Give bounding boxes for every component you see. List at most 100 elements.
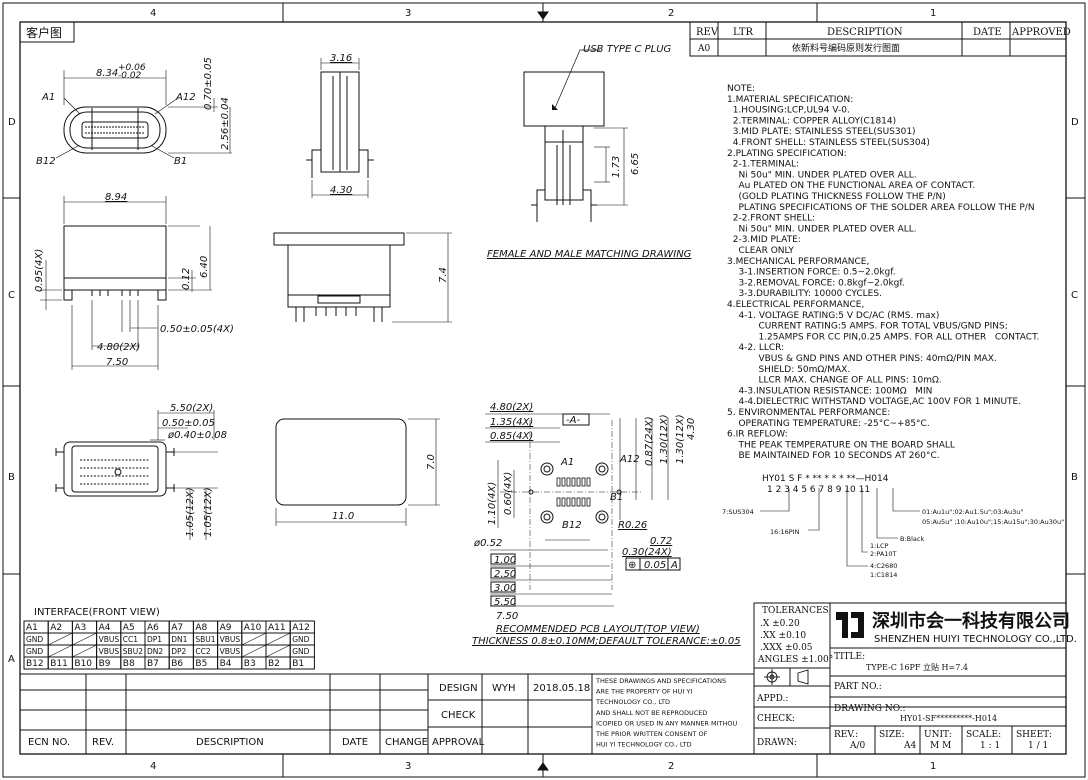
tol-title: TOLERANCES — [762, 606, 829, 616]
dim-480-2x: 4.80(2X) — [97, 342, 140, 353]
dim-tol-plus: +0.06 — [118, 63, 146, 73]
interface-cell-text: B3 — [244, 659, 256, 669]
ecn-header-description: DESCRIPTION — [196, 737, 264, 748]
note-line: Ni 50u" MIN. UNDER PLATED OVER ALL. — [727, 224, 917, 234]
interface-cell-text: B8 — [123, 659, 135, 669]
interface-cell-text: A3 — [74, 623, 86, 633]
zone-bottom-2: 2 — [668, 761, 674, 772]
ownership-notice-line: THESE DRAWINGS AND SPECIFICATIONS — [595, 677, 726, 685]
dim-050-4x: 0.50±0.05(4X) — [160, 324, 234, 335]
note-line: 1.MATERIAL SPECIFICATION: — [727, 95, 853, 105]
interface-cell-text: GND — [292, 635, 309, 644]
tol-angles: ANGLES ±1.00° — [757, 655, 833, 665]
dim-550-2x: 5.50(2X) — [170, 403, 213, 414]
note-line: 6.IR REFLOW: — [727, 430, 788, 440]
pcb-pos-ref: A — [670, 560, 678, 571]
revision-table — [689, 21, 1067, 57]
dim-430: 4.30 — [330, 185, 352, 196]
interface-cell-text: A10 — [244, 623, 262, 633]
sheet-label: SHEET: — [1016, 730, 1052, 740]
pn-key-terminal-1: 4:C2680 — [870, 562, 897, 570]
ecn-header-date: DATE — [342, 737, 368, 748]
interface-cell-text: A6 — [147, 623, 159, 633]
caption-matching-drawing: FEMALE AND MALE MATCHING DRAWING — [487, 249, 692, 260]
end-view-front — [55, 70, 232, 159]
company-name-en: SHENZHEN HUIYI TECHNOLOGY CO.,LTD. — [874, 634, 1077, 645]
datum-a-box — [562, 413, 590, 426]
note-line: CURRENT RATING:5 AMPS. FOR TOTAL VBUS/GN… — [727, 322, 1008, 332]
note-line: SHIELD: 50mΩ/MAX. — [727, 365, 850, 375]
interface-cell-text: DP2 — [171, 647, 186, 656]
projection-symbol-icon — [764, 669, 809, 685]
interface-cell-text: A11 — [268, 623, 286, 633]
front-view — [40, 196, 212, 370]
drawing-no-label: DRAWING NO.: — [834, 704, 905, 714]
label-b1: B1 — [174, 156, 187, 167]
interface-cell-text: CC2 — [195, 647, 210, 656]
label-design: DESIGN — [439, 683, 478, 694]
note-line: 3-2.REMOVAL FORCE: 0.8kgf~2.0kgf. — [727, 278, 905, 288]
zone-top-3: 3 — [405, 8, 411, 19]
note-line: CLEAR ONLY — [727, 246, 794, 256]
pn-key-terminal-2: 1:C1814 — [870, 571, 897, 579]
scale-value: 1 : 1 — [980, 741, 1000, 751]
rev-header-approved: APPROVED — [1011, 27, 1071, 38]
pad-outline — [275, 418, 440, 526]
pcb-dim-480: 4.80(2X) — [490, 402, 533, 413]
label-a1: A1 — [41, 92, 55, 103]
pcb-caption-2: THICKNESS 0.8±0.10MM;DEFAULT TOLERANCE:±… — [472, 636, 741, 647]
note-line: Ni 50u" MIN. UNDER PLATED OVER ALL. — [727, 170, 917, 180]
pcb-dim-130-b: 1.30(12X) — [675, 414, 686, 464]
note-line: 3.MECHANICAL PERFORMANCE, — [727, 257, 869, 267]
part-no-label: PART NO.: — [834, 682, 882, 692]
note-line: OPERATING TEMPERATURE: -25°C~+85°C. — [727, 419, 930, 429]
interface-cell-text: B9 — [99, 659, 111, 669]
note-line: 1.HOUSING:LCP,UL94 V-0. — [727, 106, 850, 116]
label-check: CHECK — [441, 710, 476, 721]
dim-173: 1.73 — [611, 156, 622, 178]
interface-cell-text: VBUS — [99, 647, 120, 656]
dim-012: 0.12 — [181, 268, 192, 290]
ownership-notice-line: AND SHALL NOT BE REPRODUCED — [596, 709, 707, 717]
note-line: 5. ENVIRONMENTAL PERFORMANCE: — [727, 408, 890, 418]
interface-cell-text: SBU2 — [123, 647, 143, 656]
label-usb-type-c-plug: USB TYPE C PLUG — [583, 44, 672, 55]
note-line: 2.PLATING SPECIFICATION: — [727, 149, 847, 159]
ownership-notice-line: ARE THE PROPERTY OF HUI YI — [596, 688, 692, 696]
rev-header-date: DATE — [973, 27, 1002, 38]
zone-left-d: D — [8, 117, 16, 128]
note-line: 2-3.MID PLATE: — [727, 235, 801, 245]
zone-left-c: C — [8, 290, 15, 301]
title-label: TITLE: — [834, 652, 865, 662]
note-line: 4-1. VOLTAGE RATING:5 V DC/AC (RMS. max) — [727, 311, 939, 321]
interface-cell-text: A4 — [99, 623, 111, 633]
dim-070: 0.70±0.05 — [203, 57, 214, 110]
drawing-no-value: HY01-SF*********-H014 — [900, 714, 997, 723]
note-line: VBUS & GND PINS AND OTHER PINS: 40mΩ/PIN… — [727, 354, 997, 364]
pcb-caption-1: RECOMMENDED PCB LAYOUT(TOP VIEW) — [496, 624, 700, 635]
note-line: 4.ELECTRICAL PERFORMANCE, — [727, 300, 864, 310]
interface-cell-text: A12 — [292, 623, 310, 633]
center-arrow-icon — [537, 11, 549, 20]
unit-label: UNIT: — [924, 730, 952, 740]
interface-cell-text: GND — [26, 635, 43, 644]
interface-cell-text: SBU1 — [195, 635, 215, 644]
ownership-notice-line: TECHNOLOGY CO., LTD — [595, 698, 670, 706]
dim-74: 7.4 — [438, 267, 449, 283]
zone-bottom-1: 1 — [930, 761, 936, 772]
note-line: 4-2. LLCR: — [727, 343, 784, 353]
note-line: 4.FRONT SHELL: STAINLESS STEEL(SUS304) — [727, 138, 930, 148]
pcb-dim-060: 0.60(4X) — [503, 472, 514, 515]
tol-x: .X ±0.20 — [760, 619, 800, 629]
tol-xx: .XX ±0.10 — [760, 631, 806, 641]
note-line: Au PLATED ON THE FUNCTIONAL AREA OF CONT… — [727, 181, 975, 191]
dim-width-834: 8.34 — [96, 68, 118, 79]
rev-header-ltr: LTR — [733, 27, 753, 38]
zone-top-4: 4 — [150, 8, 156, 19]
pn-key-pin: 16:16PIN — [770, 528, 800, 536]
rev-value: A/0 — [849, 741, 866, 751]
pcb-dim-087: 0.87(24X) — [644, 416, 655, 466]
ownership-notice-line: HUI YI TECHNOLOGY CO., LTD — [596, 741, 692, 749]
